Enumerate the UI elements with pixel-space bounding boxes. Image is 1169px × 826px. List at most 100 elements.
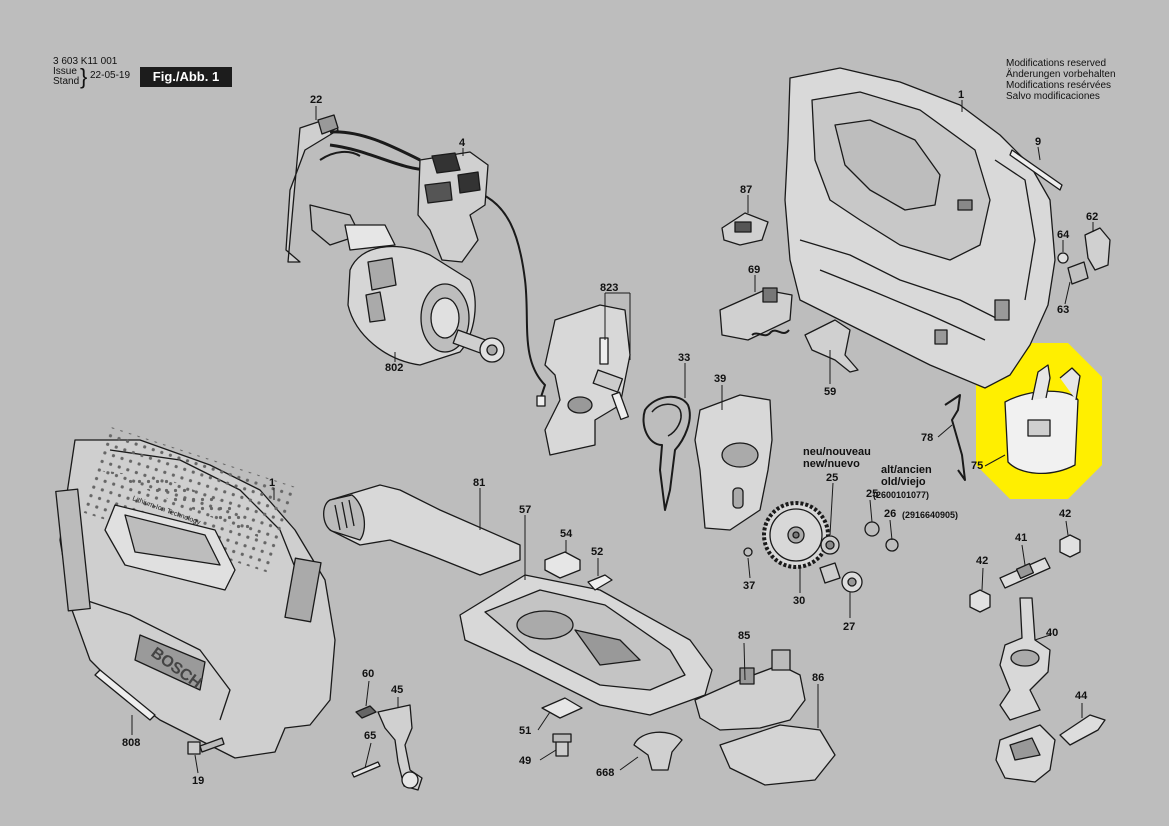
callout-19: 19 bbox=[192, 775, 205, 787]
callout-27: 27 bbox=[843, 621, 856, 633]
key-668-part bbox=[633, 731, 683, 771]
callout-808: 808 bbox=[122, 737, 141, 749]
modifications-line: Modifications resérvées bbox=[1006, 80, 1112, 91]
callout-64: 64 bbox=[1057, 229, 1070, 241]
callout-26: 26 bbox=[884, 508, 897, 520]
issue-date: 22-05-19 bbox=[90, 70, 131, 81]
callout-668: 668 bbox=[596, 767, 615, 779]
pin-64-part bbox=[1057, 252, 1069, 264]
gear-new-line1: neu/nouveau bbox=[803, 446, 871, 458]
callout-1-left: 1 bbox=[269, 477, 276, 489]
modifications-line: Änderungen vorbehalten bbox=[1006, 69, 1116, 80]
mounting-plate-part bbox=[544, 304, 631, 456]
callout-75: 75 bbox=[971, 460, 984, 472]
modifications-notice: Modifications reserved Änderungen vorbeh… bbox=[1006, 58, 1116, 102]
bolt-41-part bbox=[999, 557, 1051, 589]
gear-old-line2: old/viejo bbox=[881, 476, 926, 488]
figure-label: Fig./Abb. 1 bbox=[140, 67, 232, 87]
callout-45: 45 bbox=[391, 684, 404, 696]
ring-26-part bbox=[885, 538, 899, 552]
part-number: 3 603 K11 001 bbox=[53, 56, 118, 67]
callout-87: 87 bbox=[740, 184, 753, 196]
roller-part bbox=[819, 562, 841, 584]
callout-85: 85 bbox=[738, 630, 751, 642]
callout-69: 69 bbox=[748, 264, 761, 276]
callout-65: 65 bbox=[364, 730, 377, 742]
callout-4: 4 bbox=[459, 137, 466, 149]
issue-label: Issue bbox=[53, 66, 77, 77]
slider-69-part bbox=[719, 287, 793, 341]
callout-40: 40 bbox=[1046, 627, 1059, 639]
callout-78: 78 bbox=[921, 432, 934, 444]
callout-22: 22 bbox=[310, 94, 323, 106]
washer-25-part bbox=[864, 521, 880, 537]
nut-42a-part bbox=[1059, 534, 1081, 558]
callout-57: 57 bbox=[519, 504, 532, 516]
gear-code-26: (2916640905) bbox=[902, 510, 959, 520]
callout-30: 30 bbox=[793, 595, 806, 607]
callout-25-new: 25 bbox=[826, 472, 839, 484]
bolt-63-part bbox=[1067, 261, 1089, 285]
brace-glyph: } bbox=[80, 64, 88, 89]
chip-guard-75-part bbox=[1004, 364, 1081, 475]
lever-45-part bbox=[377, 704, 423, 791]
callout-41: 41 bbox=[1015, 532, 1028, 544]
knob-62-part bbox=[1084, 227, 1111, 271]
callout-25-old: 25 bbox=[866, 488, 879, 500]
callout-81: 81 bbox=[473, 477, 486, 489]
callout-63: 63 bbox=[1057, 304, 1070, 316]
plate-51-part bbox=[541, 697, 583, 719]
lever-40-part bbox=[999, 597, 1051, 721]
callout-86: 86 bbox=[812, 672, 825, 684]
motor-part bbox=[347, 245, 505, 366]
callout-49: 49 bbox=[519, 755, 532, 767]
callout-42-left: 42 bbox=[976, 555, 989, 567]
callout-52: 52 bbox=[591, 546, 604, 558]
callout-44: 44 bbox=[1075, 690, 1088, 702]
gasket-part bbox=[642, 395, 691, 511]
callout-37: 37 bbox=[743, 580, 756, 592]
callout-33: 33 bbox=[678, 352, 691, 364]
strip-9-part bbox=[1009, 149, 1063, 191]
switch-part bbox=[417, 151, 489, 263]
callout-62: 62 bbox=[1086, 211, 1099, 223]
sds-lever-part bbox=[995, 724, 1056, 783]
clip-59-part bbox=[804, 319, 859, 373]
screw-49-part bbox=[552, 733, 572, 757]
pin-65-part bbox=[351, 761, 381, 778]
gear-code-25: (2600101077) bbox=[873, 490, 930, 500]
callout-42-right: 42 bbox=[1059, 508, 1072, 520]
callout-54: 54 bbox=[560, 528, 573, 540]
pad-part bbox=[694, 394, 773, 531]
modifications-line: Modifications reserved bbox=[1006, 58, 1107, 69]
spring-44-part bbox=[1059, 714, 1106, 746]
clip-52-part bbox=[587, 574, 613, 591]
housing-half-left-part bbox=[55, 426, 336, 759]
callout-59: 59 bbox=[824, 386, 837, 398]
housing-half-top-part bbox=[784, 67, 1056, 389]
modifications-line: Salvo modificaciones bbox=[1006, 91, 1100, 102]
stand-label: Stand bbox=[53, 76, 80, 87]
callout-1-top: 1 bbox=[958, 89, 965, 101]
pad-60-part bbox=[355, 705, 377, 719]
plunger-81-part bbox=[323, 484, 521, 576]
nut-42b-part bbox=[969, 589, 991, 613]
ring-37-part bbox=[743, 547, 753, 557]
callout-39: 39 bbox=[714, 373, 727, 385]
screw-19-part bbox=[187, 737, 225, 755]
base-plate-57-part bbox=[459, 574, 713, 716]
shoe-86-part bbox=[719, 724, 836, 786]
guide-85-part bbox=[694, 649, 806, 731]
gear-old-line1: alt/ancien bbox=[881, 464, 932, 476]
callout-51: 51 bbox=[519, 725, 532, 737]
gear-30-part bbox=[762, 501, 830, 569]
strip-808-part bbox=[94, 669, 156, 721]
callout-802: 802 bbox=[385, 362, 404, 374]
callout-9: 9 bbox=[1035, 136, 1042, 148]
spring-wire-78-part bbox=[944, 394, 966, 481]
block-54-part bbox=[544, 551, 581, 579]
callout-823: 823 bbox=[600, 282, 619, 294]
gear-new-line2: new/nuevo bbox=[803, 458, 860, 470]
